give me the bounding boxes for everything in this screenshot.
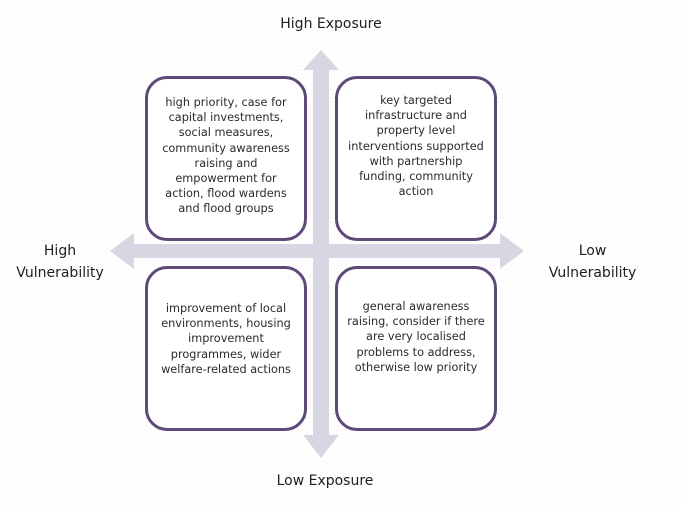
axis-label-right-line2: Vulnerability <box>548 265 637 281</box>
axis-label-high-vulnerability: High Vulnerability <box>10 240 110 284</box>
axis-label-low-vulnerability: Low Vulnerability <box>530 240 655 284</box>
quadrant-high-exposure-high-vulnerability: high priority, case for capital investme… <box>145 76 307 241</box>
axis-label-right-line1: Low <box>578 243 607 259</box>
quadrant-text: improvement of local environments, housi… <box>161 302 291 376</box>
horizontal-axis-arrow <box>110 233 524 269</box>
quadrant-high-exposure-low-vulnerability: key targeted infrastructure and property… <box>335 76 497 241</box>
axis-label-left-line1: High <box>43 243 77 259</box>
quadrant-text: high priority, case for capital investme… <box>162 96 290 216</box>
axis-label-high-exposure: High Exposure <box>280 16 382 32</box>
axis-label-low-exposure: Low Exposure <box>276 473 374 489</box>
quadrant-low-exposure-high-vulnerability: improvement of local environments, housi… <box>145 266 307 431</box>
axis-label-left-line2: Vulnerability <box>16 265 104 281</box>
quadrant-text: general awareness raising, consider if t… <box>347 300 485 374</box>
quadrant-text: key targeted infrastructure and property… <box>348 94 484 199</box>
quadrant-low-exposure-low-vulnerability: general awareness raising, consider if t… <box>335 266 497 431</box>
